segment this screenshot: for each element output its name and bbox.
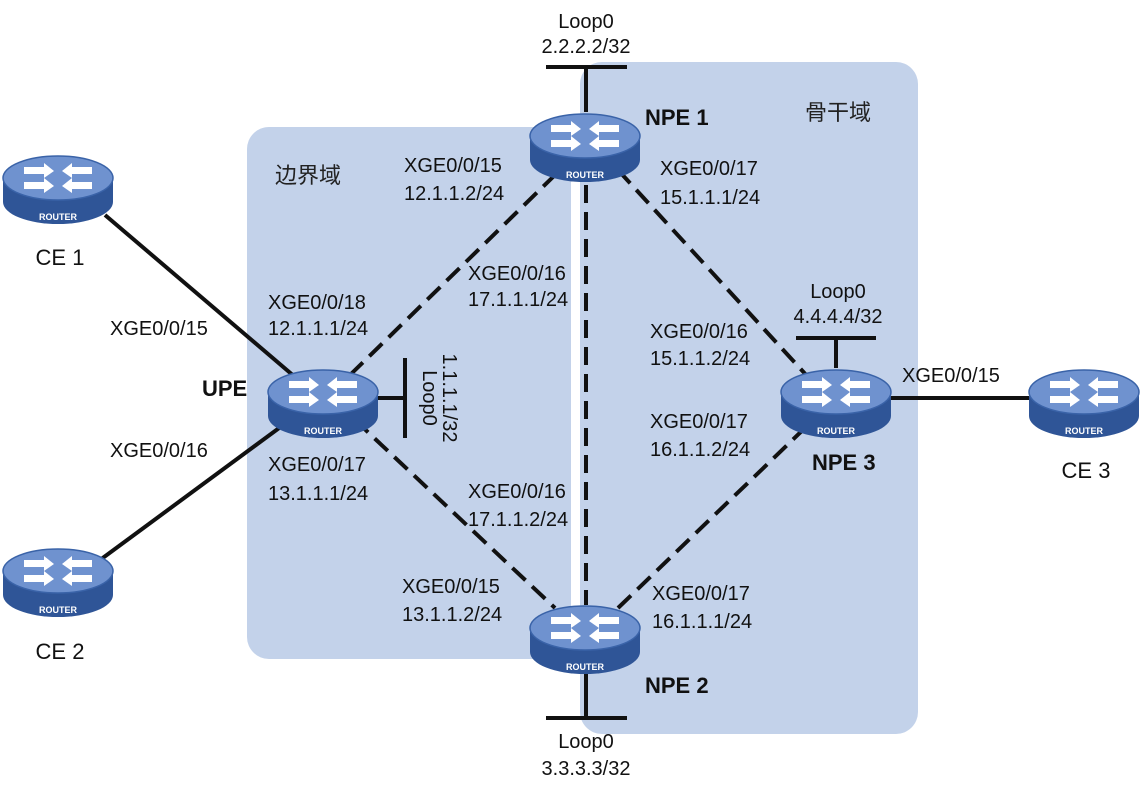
npe2-npe3-if: XGE0/0/17 xyxy=(652,583,750,605)
npe3-npe2-ip: 16.1.1.2/24 xyxy=(650,439,750,461)
router-badge: ROUTER xyxy=(39,212,78,222)
links xyxy=(98,168,1030,610)
npe2-npe1-ip: 17.1.1.2/24 xyxy=(468,509,568,531)
router-ce1: ROUTER xyxy=(2,155,114,225)
router-badge: ROUTER xyxy=(1065,426,1104,436)
npe3-ce3-if: XGE0/0/15 xyxy=(902,365,1000,387)
upe-loop-label: Loop0 1.1.1.1/32 xyxy=(418,354,460,443)
npe3-npe1-if: XGE0/0/16 xyxy=(650,321,748,343)
ce2-name: CE 2 xyxy=(36,639,85,664)
npe3-npe2-if: XGE0/0/17 xyxy=(650,411,748,433)
router-npe1: ROUTER xyxy=(529,113,641,183)
upe-name: UPE xyxy=(202,376,247,401)
npe1-npe3-ip: 15.1.1.1/24 xyxy=(660,187,760,209)
npe1-name: NPE 1 xyxy=(645,105,709,130)
npe2-upe-ip: 13.1.1.2/24 xyxy=(402,604,502,626)
link-upe-npe1 xyxy=(348,173,557,377)
npe3-npe1-ip: 15.1.1.2/24 xyxy=(650,348,750,370)
ce1-name: CE 1 xyxy=(36,245,85,270)
link-ce1-upe xyxy=(103,213,297,379)
domain-divider xyxy=(571,127,580,659)
npe2-upe-if: XGE0/0/15 xyxy=(402,576,500,598)
link-npe2-npe3 xyxy=(616,423,810,610)
npe1-upe-ip: 12.1.1.2/24 xyxy=(404,183,504,205)
router-badge: ROUTER xyxy=(39,605,78,615)
router-badge: ROUTER xyxy=(566,662,605,672)
router-badge: ROUTER xyxy=(304,426,343,436)
router-upe: ROUTER xyxy=(267,369,379,439)
npe2-loop-ip: 3.3.3.3/32 xyxy=(542,758,631,780)
link-upe-npe2 xyxy=(353,418,557,610)
npe2-npe1-if: XGE0/0/16 xyxy=(468,481,566,503)
ce3-name: CE 3 xyxy=(1062,458,1111,483)
upe-ce2-if: XGE0/0/16 xyxy=(110,440,208,462)
loopbacks xyxy=(378,65,876,720)
npe1-npe3-if: XGE0/0/17 xyxy=(660,158,758,180)
npe1-upe-if: XGE0/0/15 xyxy=(404,155,502,177)
link-npe1-npe3 xyxy=(616,168,810,379)
router-ce3: ROUTER xyxy=(1028,369,1140,439)
router-badge: ROUTER xyxy=(566,170,605,180)
border-domain-label: 边界域 xyxy=(275,164,341,189)
upe-ce1-if: XGE0/0/15 xyxy=(110,318,208,340)
link-ce2-upe xyxy=(98,418,292,562)
npe1-loop-ip: 2.2.2.2/32 xyxy=(542,36,631,58)
router-badge: ROUTER xyxy=(817,426,856,436)
upe-npe2-if: XGE0/0/17 xyxy=(268,454,366,476)
upe-loop-ip: 1.1.1.1/32 xyxy=(438,354,460,443)
upe-npe2-ip: 13.1.1.1/24 xyxy=(268,483,368,505)
npe1-loop-name: Loop0 xyxy=(558,11,614,33)
npe3-name: NPE 3 xyxy=(812,450,876,475)
router-npe2: ROUTER xyxy=(529,605,641,675)
upe-npe1-ip: 12.1.1.1/24 xyxy=(268,318,368,340)
npe2-name: NPE 2 xyxy=(645,673,709,698)
upe-npe1-if: XGE0/0/18 xyxy=(268,292,366,314)
backbone-domain-area xyxy=(580,62,918,734)
npe2-npe3-ip: 16.1.1.1/24 xyxy=(652,611,752,633)
npe3-loop-name: Loop0 xyxy=(810,281,866,303)
backbone-domain-label: 骨干域 xyxy=(805,101,871,126)
npe3-loop-ip: 4.4.4.4/32 xyxy=(794,306,883,328)
border-domain-area xyxy=(247,127,583,659)
upe-loop-name: Loop0 xyxy=(418,370,440,426)
npe2-loop-name: Loop0 xyxy=(558,731,614,753)
router-ce2: ROUTER xyxy=(2,548,114,618)
router-npe3: ROUTER xyxy=(780,369,892,439)
npe1-npe2-if: XGE0/0/16 xyxy=(468,263,566,285)
npe1-npe2-ip: 17.1.1.1/24 xyxy=(468,289,568,311)
